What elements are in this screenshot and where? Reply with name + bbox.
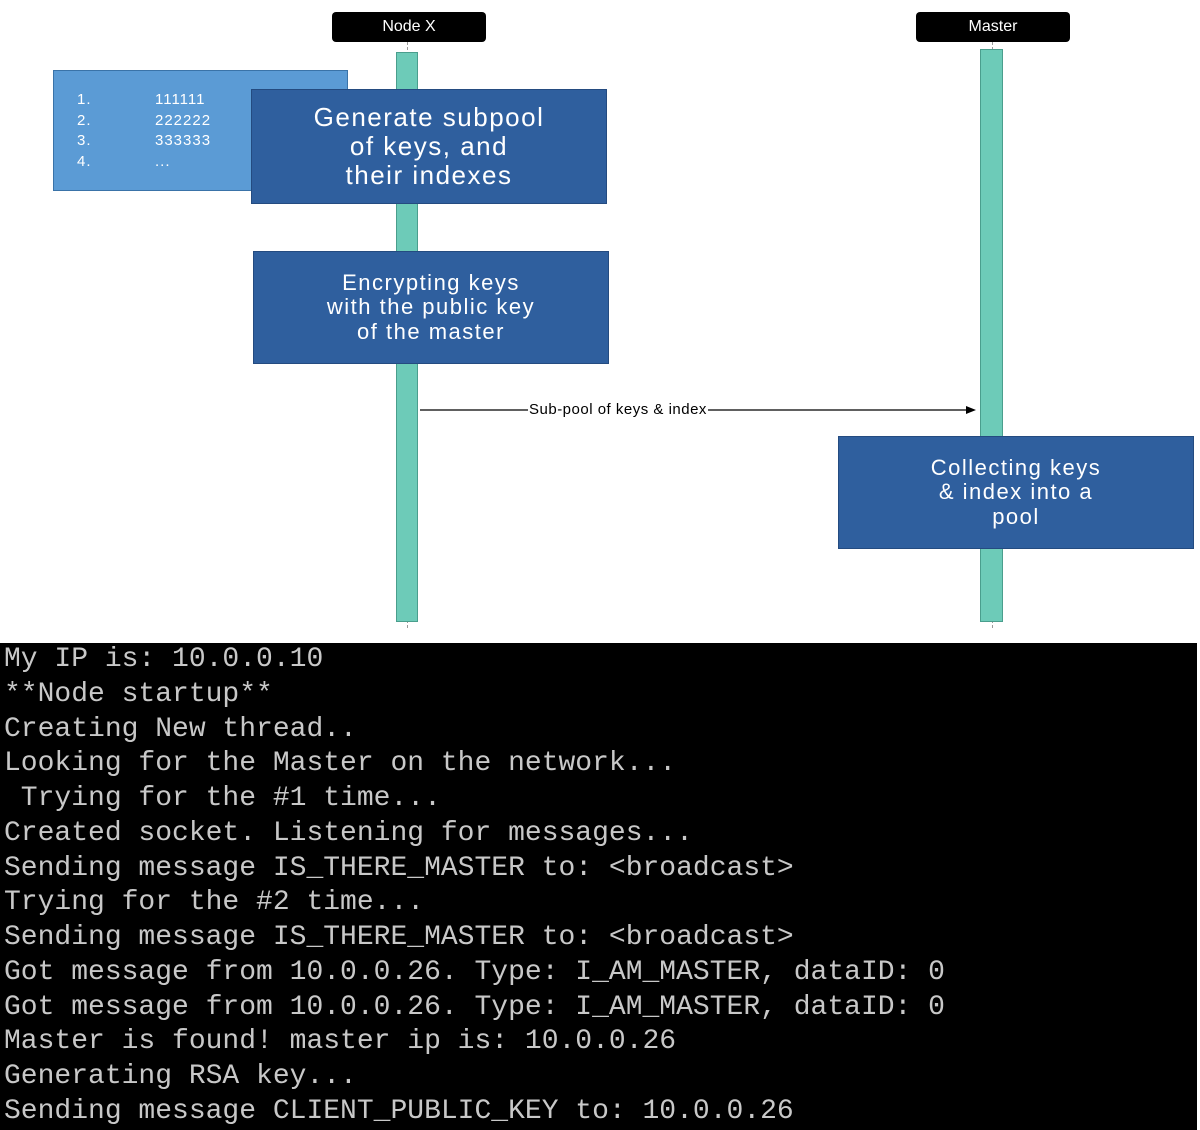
step-collect-label: Collecting keys & index into a pool xyxy=(930,454,1102,529)
message-arrow-head xyxy=(966,406,976,414)
step-collect-keys: Collecting keys & index into a pool xyxy=(838,436,1194,549)
terminal-line: My IP is: 10.0.0.10 xyxy=(4,644,324,675)
terminal-line: **Node startup** xyxy=(4,678,273,710)
terminal-line: Master is found! master ip is: 10.0.0.26 xyxy=(4,1026,677,1058)
key-list-item: 2.222222 xyxy=(77,112,212,129)
terminal-output: My IP is: 10.0.0.10 **Node startup** Cre… xyxy=(0,643,1197,1130)
step-generate-subpool: Generate subpool of keys, and their inde… xyxy=(251,89,607,204)
terminal-line: Generating RSA key... xyxy=(4,1061,357,1092)
key-list-item: 1.111111 xyxy=(77,91,206,108)
key-list-item: 4.... xyxy=(77,153,171,170)
step-generate-label: Generate subpool of keys, and their inde… xyxy=(313,101,545,191)
terminal-line: Created socket. Listening for messages..… xyxy=(4,817,693,849)
terminal-line: Trying for the #2 time... xyxy=(4,887,425,919)
step-encrypt-label: Encrypting keys with the public key of t… xyxy=(326,269,536,344)
terminal-line: Looking for the Master on the network... xyxy=(4,748,677,780)
terminal-line: Sending message CLIENT_PUBLIC_KEY to: 10… xyxy=(4,1095,794,1127)
terminal-line: Sending message IS_THERE_MASTER to: <bro… xyxy=(4,922,794,953)
terminal-line: Got message from 10.0.0.26. Type: I_AM_M… xyxy=(4,956,945,988)
step-encrypt-keys: Encrypting keys with the public key of t… xyxy=(253,251,609,364)
key-list-item: 3.333333 xyxy=(77,132,212,149)
terminal-line: Creating New thread.. xyxy=(4,713,357,745)
actor-node-x: Node X xyxy=(332,12,486,42)
terminal-line: Sending message IS_THERE_MASTER to: <bro… xyxy=(4,852,794,884)
terminal-line: Trying for the #1 time... xyxy=(4,783,441,814)
actor-master: Master xyxy=(916,12,1070,42)
terminal-line: Got message from 10.0.0.26. Type: I_AM_M… xyxy=(4,991,945,1023)
message-label: Sub-pool of keys & index xyxy=(528,401,708,418)
